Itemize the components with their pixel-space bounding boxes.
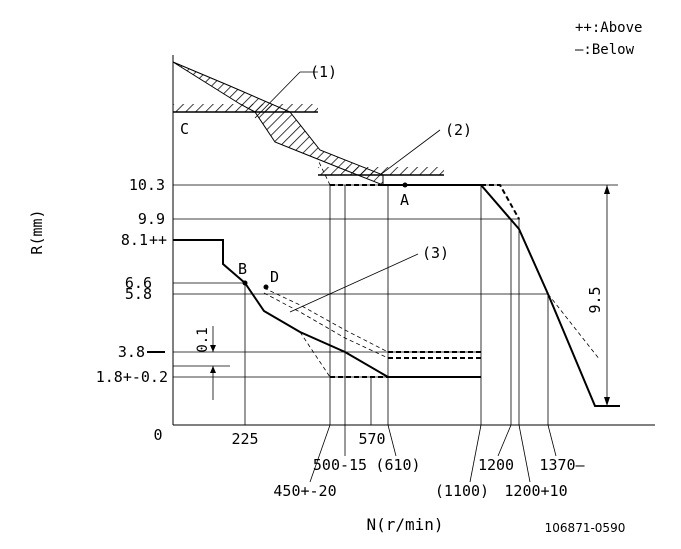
- xtick-1200-10: 1200+10: [504, 482, 567, 500]
- lower-band-dashed-1: [263, 287, 389, 353]
- label-point-a: A: [400, 191, 409, 209]
- ytick-10-3: 10.3: [129, 176, 165, 194]
- dim-9-5-arrow-top: [604, 185, 610, 194]
- ytick-3-8: 3.8: [118, 343, 145, 361]
- ytick-8-1: 8.1: [121, 231, 148, 249]
- origin-label: 0: [153, 426, 162, 444]
- ytick-1-8: 1.8+-0.2: [96, 368, 168, 386]
- lower-band-dashed-2: [263, 292, 389, 359]
- dim-9-5-arrow-bottom: [604, 397, 610, 406]
- callout-3-leader: [289, 253, 419, 313]
- callout-1-leader: [254, 71, 301, 119]
- dim-0-1-arrow-top: [210, 345, 216, 352]
- lower-curve-solid: [173, 239, 481, 378]
- ytick-6-6: 6.6: [125, 274, 152, 292]
- dim-9-5-label: 9.5: [586, 286, 604, 313]
- xtick-450: 450+-20: [273, 482, 336, 500]
- xtick-225: 225: [231, 430, 258, 448]
- label-point-d: D: [270, 268, 279, 286]
- point-a-marker: [402, 182, 408, 188]
- callout-3: (3): [422, 244, 449, 262]
- callout-2-leader: [379, 129, 441, 176]
- callout-2: (2): [445, 121, 472, 139]
- xtick-1370: 1370—: [539, 456, 585, 474]
- figure-code: 106871-0590: [545, 521, 626, 535]
- legend-above: ++:Above: [575, 20, 642, 36]
- lower-band-dashed-3: [299, 331, 331, 378]
- xtick-610: (610): [375, 456, 420, 474]
- upper-curve-dashed-right: [481, 184, 520, 220]
- hatched-band-1: [172, 61, 384, 186]
- y-axis-label: R(mm): [28, 209, 46, 254]
- point-b-marker: [242, 280, 248, 286]
- point-d-marker: [263, 284, 269, 290]
- xtick-570: 570: [358, 430, 385, 448]
- callout-1: (1): [310, 63, 337, 81]
- stop-hatch-c: [173, 104, 318, 112]
- ytick-9-9: 9.9: [138, 210, 165, 228]
- xtick-500: 500-15: [313, 456, 367, 474]
- ytick-8-1-marker: ++: [149, 231, 167, 249]
- xtick-1200: 1200: [478, 456, 514, 474]
- xtick-1100: (1100): [435, 482, 489, 500]
- label-point-b: B: [238, 260, 247, 278]
- ytick-5-8: 5.8: [125, 285, 152, 303]
- legend-below: —:Below: [575, 42, 635, 58]
- dim-0-1-arrow-bottom: [210, 366, 216, 373]
- x-axis-label: N(r/min): [366, 515, 443, 534]
- ytick-0-1: 0.1: [195, 327, 211, 352]
- upper-lead-dashed: [317, 159, 331, 186]
- label-point-c: C: [180, 120, 189, 138]
- upper-tail-dashed: [547, 293, 601, 361]
- upper-curve-solid: [383, 184, 620, 407]
- stop-hatch-2: [318, 167, 444, 175]
